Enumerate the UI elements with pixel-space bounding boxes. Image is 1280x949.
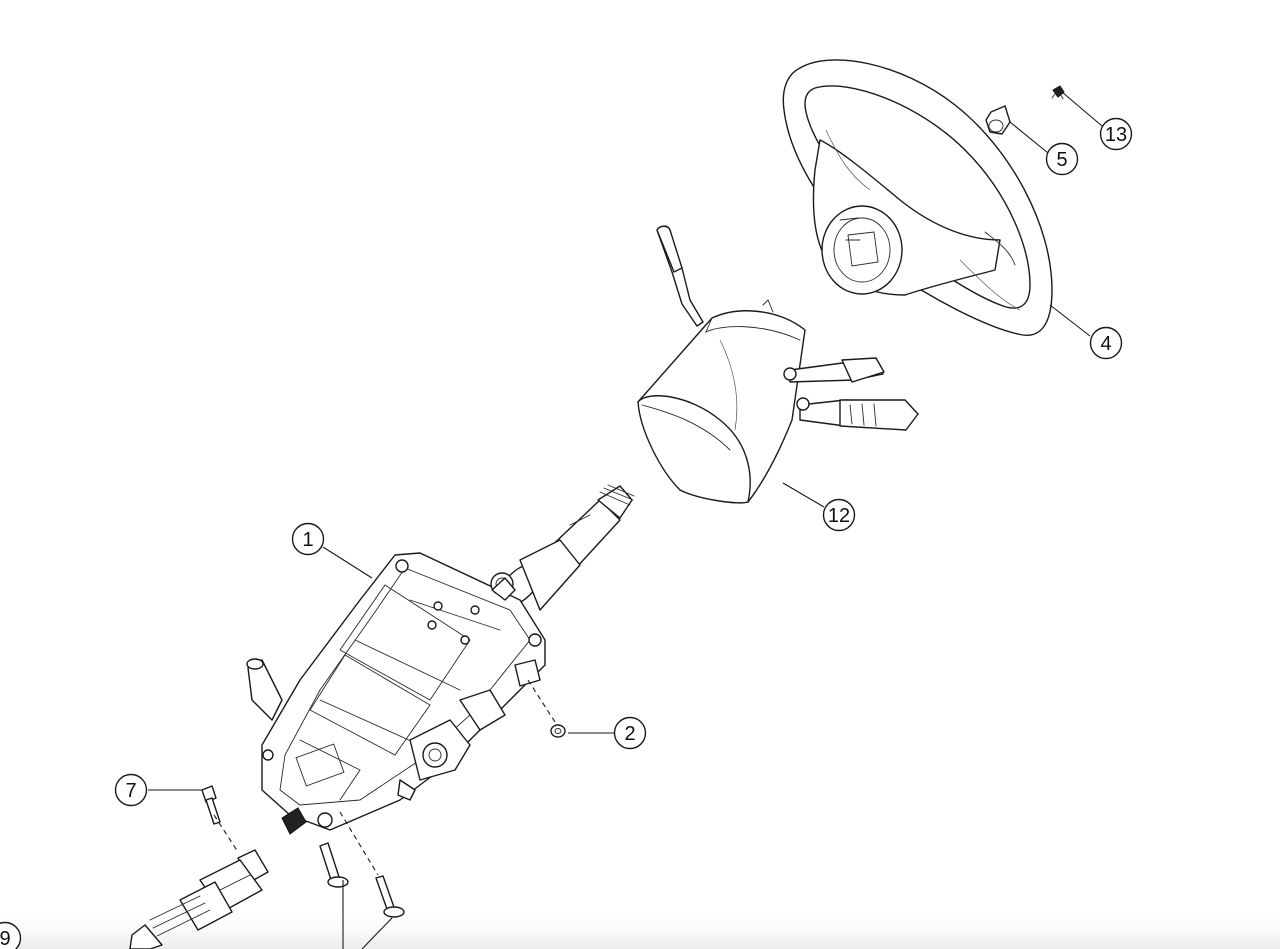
callout-7-label: 7 — [125, 780, 136, 802]
callout-9: 9 — [0, 921, 22, 949]
callout-12-label: 12 — [828, 505, 850, 527]
clip-part-13 — [1051, 85, 1065, 100]
cap-part-5 — [985, 105, 1011, 135]
leader-lines — [148, 91, 1103, 949]
callout-13: 13 — [1099, 117, 1133, 151]
callout-5-label: 5 — [1056, 149, 1067, 171]
callout-7: 7 — [114, 773, 148, 807]
callout-5: 5 — [1045, 142, 1079, 176]
bolt-lower-left — [319, 842, 349, 888]
callout-2: 2 — [613, 716, 647, 750]
callout-4: 4 — [1089, 326, 1123, 360]
callout-4-label: 4 — [1100, 333, 1111, 355]
callout-1: 1 — [291, 522, 325, 556]
callout-9-label: 9 — [0, 928, 11, 949]
bolt-lower-right — [375, 875, 405, 918]
nut-part-2 — [550, 724, 566, 738]
switch-assembly — [637, 225, 919, 504]
callout-12: 12 — [822, 498, 856, 532]
steering-column — [246, 484, 635, 835]
callout-1-label: 1 — [302, 529, 313, 551]
callout-2-label: 2 — [624, 723, 635, 745]
assembly-lines — [213, 679, 556, 876]
intermediate-shaft — [129, 849, 269, 949]
steering-wheel — [782, 59, 1053, 336]
bolt-part-7 — [201, 785, 221, 825]
callout-13-label: 13 — [1105, 124, 1127, 146]
